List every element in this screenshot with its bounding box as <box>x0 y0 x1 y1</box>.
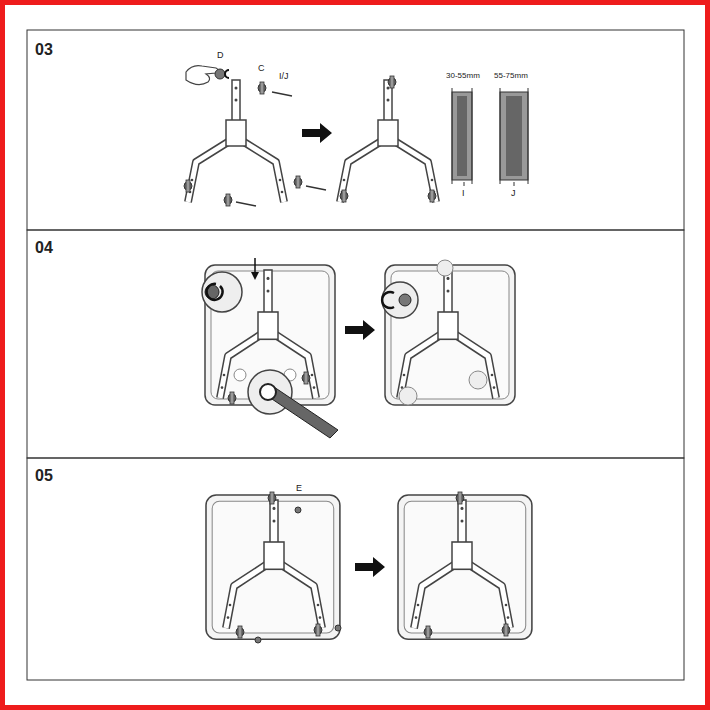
dimension: 55-75mm <box>494 72 528 80</box>
part-letter: D <box>217 51 224 60</box>
part-letter: C <box>258 64 265 73</box>
part-letter: I <box>462 189 465 198</box>
part-letter: J <box>511 189 516 198</box>
step-number: 03 <box>35 42 53 58</box>
part-letter: I/J <box>279 72 289 81</box>
part-letter: E <box>296 484 302 493</box>
dimension: 30-55mm <box>446 72 480 80</box>
step-number: 05 <box>35 468 53 484</box>
step-number: 04 <box>35 240 53 256</box>
